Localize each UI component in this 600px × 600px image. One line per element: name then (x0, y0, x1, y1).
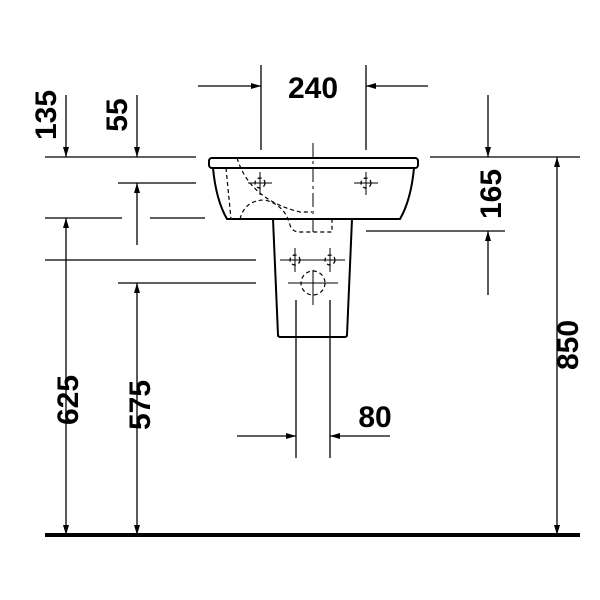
dimension-240-label: 240 (288, 72, 338, 105)
dimension-55-label: 55 (101, 98, 134, 131)
center-marks (248, 143, 378, 305)
dimension-arrows (63, 83, 560, 535)
pedestal (272, 218, 353, 338)
dimension-80-label: 80 (358, 401, 391, 434)
dimension-625-label: 625 (52, 375, 85, 425)
dimension-165-label: 165 (475, 169, 508, 219)
extension-lines (45, 65, 580, 458)
dimension-850-label: 850 (552, 320, 585, 370)
dimension-135-label: 135 (30, 90, 63, 140)
dimension-575-label: 575 (124, 380, 157, 430)
